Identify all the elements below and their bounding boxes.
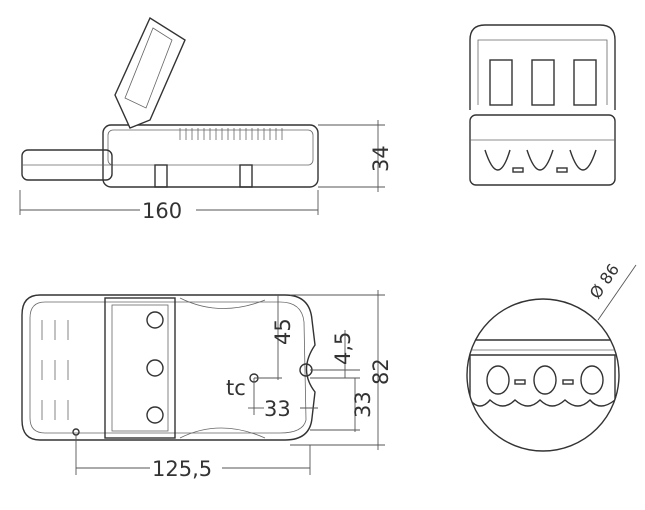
dim-tc-vertical: 45 bbox=[271, 318, 295, 345]
dim-height-side: 34 bbox=[369, 145, 393, 172]
dim-width-top: 82 bbox=[369, 358, 393, 385]
dim-terminal-offset: 4,5 bbox=[331, 332, 355, 365]
dim-diameter: Ø 86 bbox=[586, 260, 623, 302]
front-view bbox=[469, 24, 616, 186]
dim-tc-horizontal: 33 bbox=[264, 397, 291, 421]
detail-view: Ø 86 bbox=[466, 260, 637, 452]
dim-length-top: 125,5 bbox=[152, 457, 212, 481]
dim-length-side: 160 bbox=[142, 199, 182, 223]
dim-terminal-vertical: 33 bbox=[351, 391, 375, 418]
top-view: tc 45 33 4,5 33 82 125,5 bbox=[21, 290, 393, 481]
tc-label: tc bbox=[226, 376, 246, 400]
side-view: 160 34 bbox=[19, 16, 393, 223]
